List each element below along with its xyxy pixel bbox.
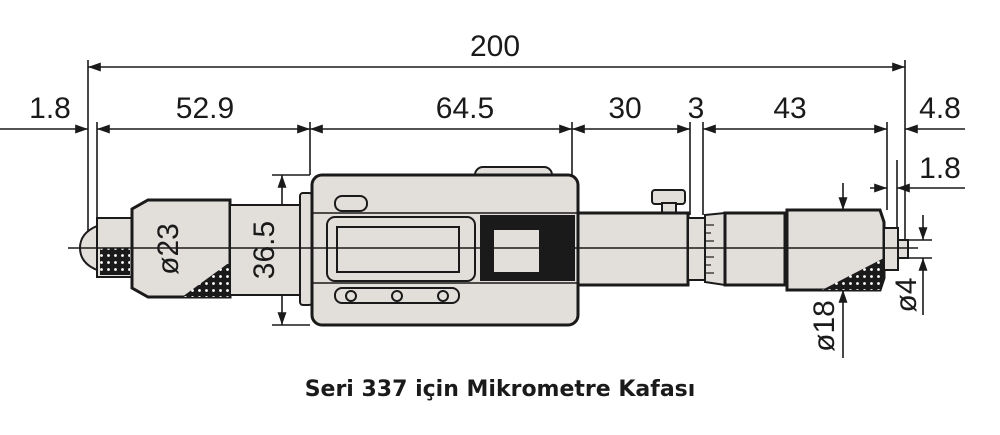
- dim-barrel-section: 30: [608, 92, 641, 125]
- caption: Seri 337 için Mikrometre Kafası: [305, 377, 696, 402]
- lcd-display: [336, 226, 460, 273]
- dimension-labels: 200 1.8 52.9 64.5 30 3 43 4.8 1.8 ø23 36…: [29, 30, 961, 352]
- barrel: [576, 211, 690, 287]
- dim-body-height: 36.5: [248, 221, 281, 279]
- dim-right-thimble-diameter: ø18: [808, 300, 841, 352]
- dim-spindle-diameter: ø4: [890, 277, 923, 312]
- flange: [299, 192, 313, 306]
- dim-thimble-section: 52.9: [176, 92, 234, 125]
- spindle: [883, 227, 899, 271]
- neck: [687, 217, 706, 281]
- dimension-lines: [0, 62, 965, 358]
- spindle-sleeve: [723, 211, 787, 287]
- sleeve: [229, 204, 301, 296]
- scale-thimble: [704, 211, 726, 287]
- dim-body-section: 64.5: [436, 92, 494, 125]
- dim-spindle-thimble: 43: [773, 92, 806, 125]
- dim-neck: 3: [688, 92, 705, 125]
- dim-tip-total: 4.8: [919, 92, 961, 125]
- clamp-lever: [651, 189, 686, 205]
- hold-button: [334, 195, 368, 212]
- micrometer-body: [68, 166, 918, 327]
- spindle-tip: [897, 239, 909, 259]
- dim-tip-gap: 1.8: [919, 152, 961, 185]
- dim-overall: 200: [470, 30, 520, 63]
- dim-left-gap: 1.8: [29, 92, 71, 125]
- dim-thimble-diameter: ø23: [152, 223, 185, 275]
